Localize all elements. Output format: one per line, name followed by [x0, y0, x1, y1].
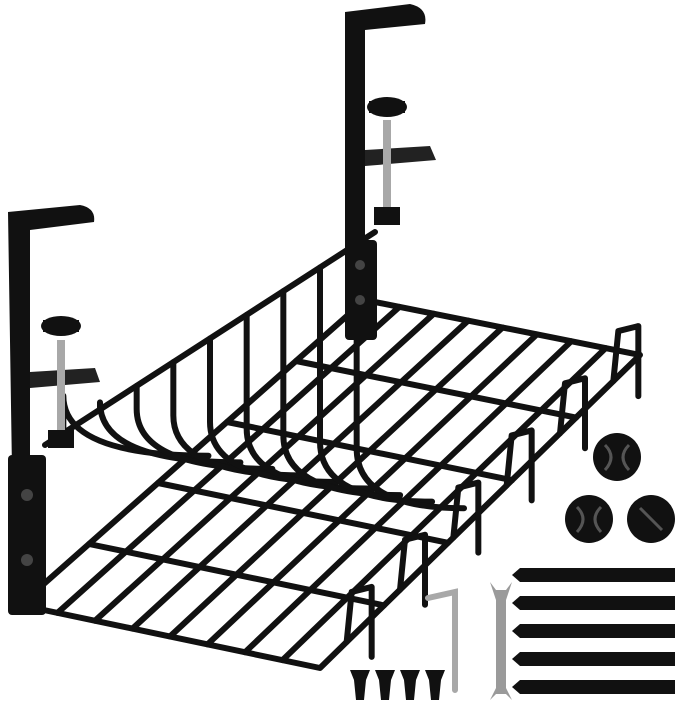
basket-end-loop [343, 583, 375, 660]
cable-clip [565, 495, 613, 543]
basket-wire [279, 345, 609, 664]
cable-clip [593, 433, 641, 481]
screw [375, 670, 395, 700]
velcro-strap [512, 680, 675, 694]
basket-end-loop [397, 531, 428, 608]
basket-wire-loop [353, 240, 468, 512]
velcro-straps [512, 568, 675, 694]
velcro-strap [512, 624, 675, 638]
velcro-strap [512, 568, 675, 582]
velcro-strap [512, 596, 675, 610]
hex-key [425, 588, 458, 693]
basket-end-loop [450, 479, 482, 556]
basket-wire [224, 419, 515, 484]
basket-wire [242, 338, 575, 656]
cable-clips [565, 433, 675, 543]
screw [350, 670, 370, 700]
basket-end-loop [610, 323, 642, 400]
screws [350, 670, 445, 700]
basket-wire-loop [243, 311, 372, 492]
screw [425, 670, 445, 700]
basket-wire [155, 480, 451, 546]
basket-wire [86, 541, 387, 609]
left-desk-clamp [8, 205, 100, 615]
velcro-strap [512, 652, 675, 666]
right-desk-clamp [345, 4, 436, 340]
wire-basket [17, 229, 643, 671]
basket-wire [293, 358, 579, 421]
basket-end-loop [557, 375, 588, 452]
basket-end-loop [503, 427, 535, 504]
screw [400, 670, 420, 700]
basket-wire [204, 331, 540, 648]
wrench [490, 582, 512, 700]
